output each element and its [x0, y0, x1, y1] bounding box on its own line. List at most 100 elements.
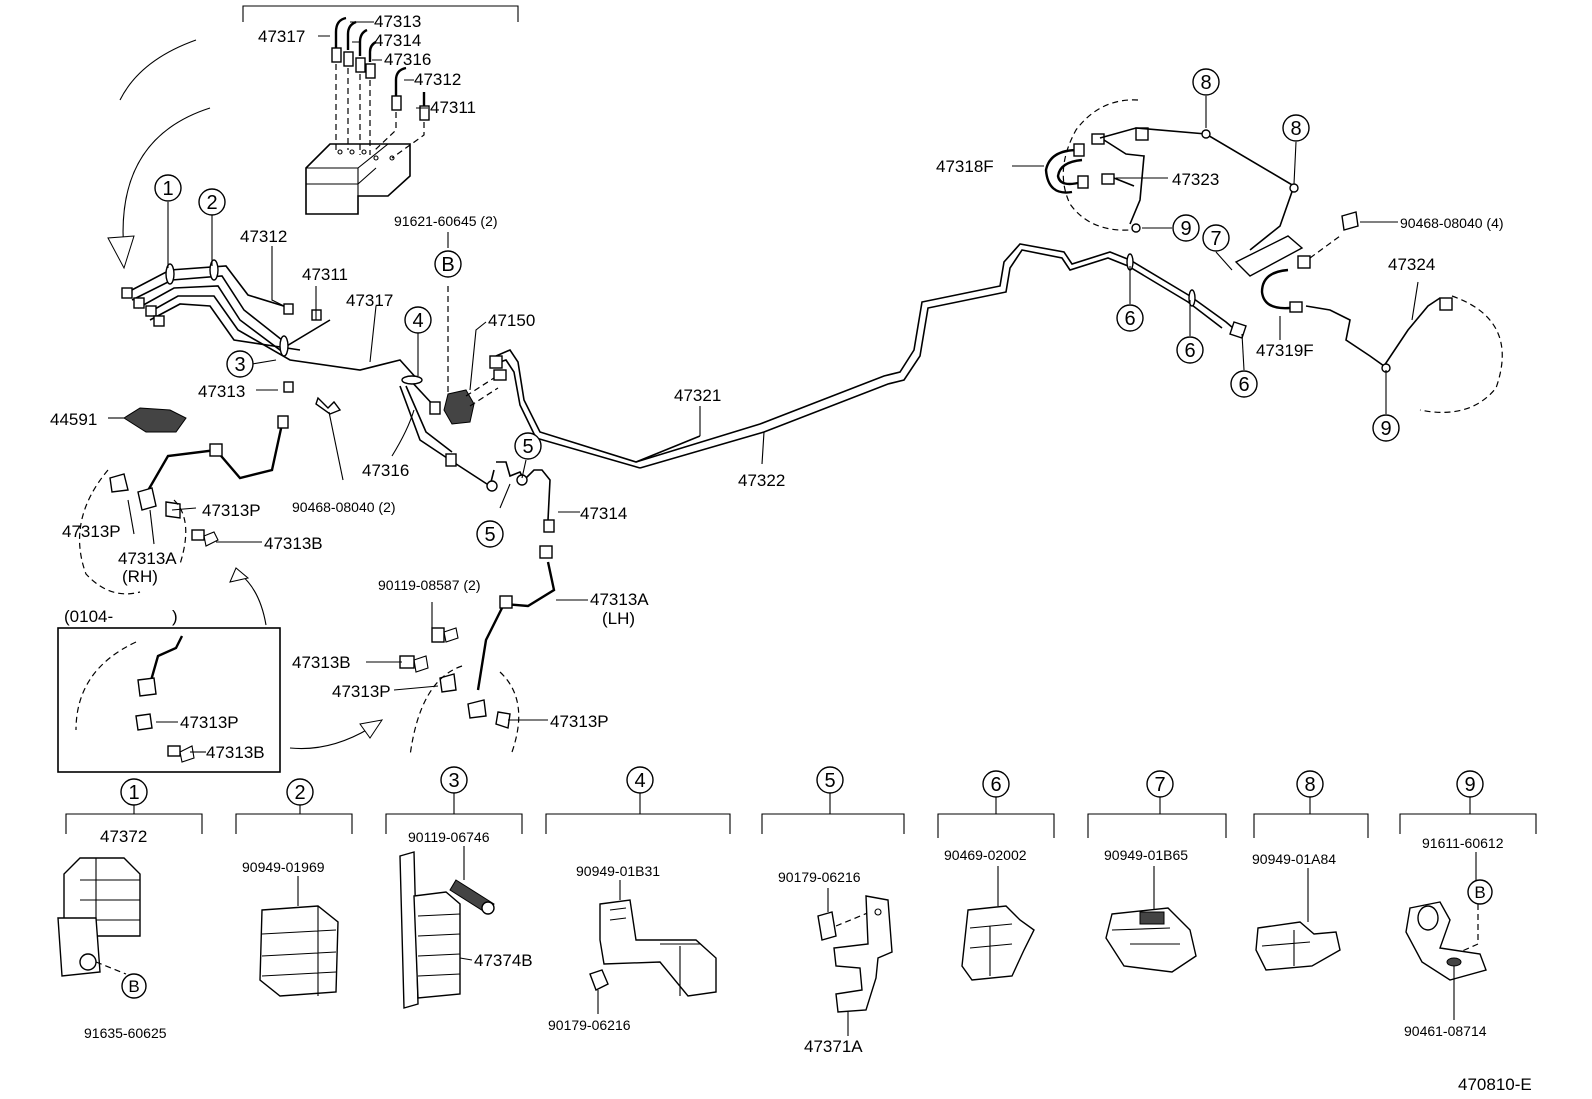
part-47374b: 47374B [474, 951, 533, 970]
detail-8: 8 90949-01A84 [1252, 770, 1369, 971]
rear-area [1044, 99, 1503, 413]
marker-7: 7 [1202, 224, 1230, 252]
rh-hose [79, 415, 289, 595]
marker-b-top: B [434, 250, 462, 278]
label-47316: 47316 [384, 50, 431, 69]
label-47312-main: 47312 [240, 227, 287, 246]
svg-text:8: 8 [1304, 774, 1315, 796]
label-47321: 47321 [674, 386, 721, 405]
label-47319f: 47319F [1256, 341, 1314, 360]
part-90469-02002: 90469-02002 [944, 847, 1027, 863]
detail-7: 7 90949-01B65 [1087, 770, 1227, 973]
marker-9b: 9 [1372, 414, 1400, 442]
svg-text:5: 5 [824, 770, 835, 792]
svg-text:8: 8 [1200, 72, 1211, 94]
marker-9a: 9 [1172, 214, 1200, 242]
svg-text:6: 6 [1124, 308, 1135, 330]
svg-text:9: 9 [1464, 774, 1475, 796]
detail-5: 5 90179-06216 47371A [761, 766, 905, 1056]
master-cylinder-lines [121, 259, 419, 393]
label-47313: 47313 [374, 12, 421, 31]
label-47312: 47312 [414, 70, 461, 89]
marker-2: 2 [198, 188, 226, 216]
svg-text:2: 2 [206, 192, 217, 214]
arrow-curve [119, 39, 211, 263]
inset-0104 [57, 627, 281, 773]
ref-b-9: B [1474, 883, 1485, 902]
svg-text:9: 9 [1380, 418, 1391, 440]
svg-text:B: B [441, 254, 454, 276]
svg-text:8: 8 [1290, 118, 1301, 140]
label-47313p-rh1: 47313P [202, 501, 261, 520]
svg-text:7: 7 [1154, 774, 1165, 796]
label-47313b-lh: 47313B [292, 653, 351, 672]
label-47324: 47324 [1388, 255, 1435, 274]
svg-text:4: 4 [412, 310, 423, 332]
sensor-44591 [123, 407, 187, 433]
svg-text:2: 2 [294, 782, 305, 804]
label-47318f: 47318F [936, 157, 994, 176]
part-90119-06746: 90119-06746 [408, 829, 490, 845]
label-47313-main: 47313 [198, 382, 245, 401]
figure-code: 470810-E [1458, 1075, 1532, 1094]
label-90119-08587: 90119-08587 (2) [378, 577, 480, 593]
detail-6: 6 90469-02002 [937, 770, 1055, 981]
part-91635-60625: 91635-60625 [84, 1025, 167, 1041]
part-90461-08714: 90461-08714 [1404, 1023, 1487, 1039]
part-91611-60612: 91611-60612 [1422, 835, 1504, 851]
label-47323: 47323 [1172, 170, 1219, 189]
part-47372: 47372 [100, 827, 147, 846]
svg-text:3: 3 [234, 354, 245, 376]
label-47313a-rh: 47313A [118, 549, 177, 568]
part-90949-01a84: 90949-01A84 [1252, 851, 1336, 867]
detail-4: 4 90949-01B31 90179-06216 [545, 766, 731, 1033]
circled-markers: 1 2 3 4 B 5 5 6 6 6 7 8 8 9 9 [154, 68, 1400, 548]
detail-1: 1 47372 B 91635-60625 [57, 778, 203, 1041]
label-47316-main: 47316 [362, 461, 409, 480]
svg-text:9: 9 [1180, 218, 1191, 240]
marker-6c: 6 [1230, 370, 1258, 398]
part-90179-06216-b: 90179-06216 [778, 869, 861, 885]
label-47311-main: 47311 [302, 265, 348, 284]
label-0104: (0104- [64, 607, 113, 626]
lh-hose [399, 561, 556, 757]
ref-b-1: B [128, 977, 139, 996]
marker-8b: 8 [1282, 114, 1310, 142]
marker-6b: 6 [1176, 336, 1204, 364]
label-44591: 44591 [50, 410, 97, 429]
part-90949-01b65: 90949-01B65 [1104, 847, 1188, 863]
center-pipes [399, 286, 701, 559]
label-rh: (RH) [122, 567, 158, 586]
svg-text:4: 4 [634, 770, 645, 792]
label-47313p-inset: 47313P [180, 713, 239, 732]
label-0104-close: ) [172, 607, 178, 626]
label-47313a-lh: 47313A [590, 590, 649, 609]
part-47371a: 47371A [804, 1037, 863, 1056]
label-47313p-lh1: 47313P [332, 682, 391, 701]
actuator-inset [242, 5, 519, 215]
label-lh: (LH) [602, 609, 635, 628]
marker-8a: 8 [1192, 68, 1220, 96]
svg-text:3: 3 [448, 770, 459, 792]
detail-2: 2 90949-01969 [235, 778, 353, 997]
label-47313b-inset: 47313B [206, 743, 265, 762]
leader-lines [108, 21, 1419, 753]
label-47317-main: 47317 [346, 291, 393, 310]
marker-3: 3 [226, 350, 254, 378]
label-47314-main: 47314 [580, 504, 627, 523]
svg-text:1: 1 [128, 782, 139, 804]
detail-9: 9 91611-60612 B 90461-08714 [1399, 770, 1537, 1039]
label-47314: 47314 [374, 31, 421, 50]
part-90949-01b31: 90949-01B31 [576, 863, 660, 879]
label-47150: 47150 [488, 311, 535, 330]
clip-90468 [315, 396, 342, 415]
marker-5a: 5 [514, 432, 542, 460]
svg-text:6: 6 [990, 774, 1001, 796]
label-47313p-rh2: 47313P [62, 522, 121, 541]
main-brake-lines [635, 243, 1247, 469]
marker-6a: 6 [1116, 304, 1144, 332]
arrow-head [107, 235, 135, 270]
label-47322: 47322 [738, 471, 785, 490]
label-47317: 47317 [258, 27, 305, 46]
